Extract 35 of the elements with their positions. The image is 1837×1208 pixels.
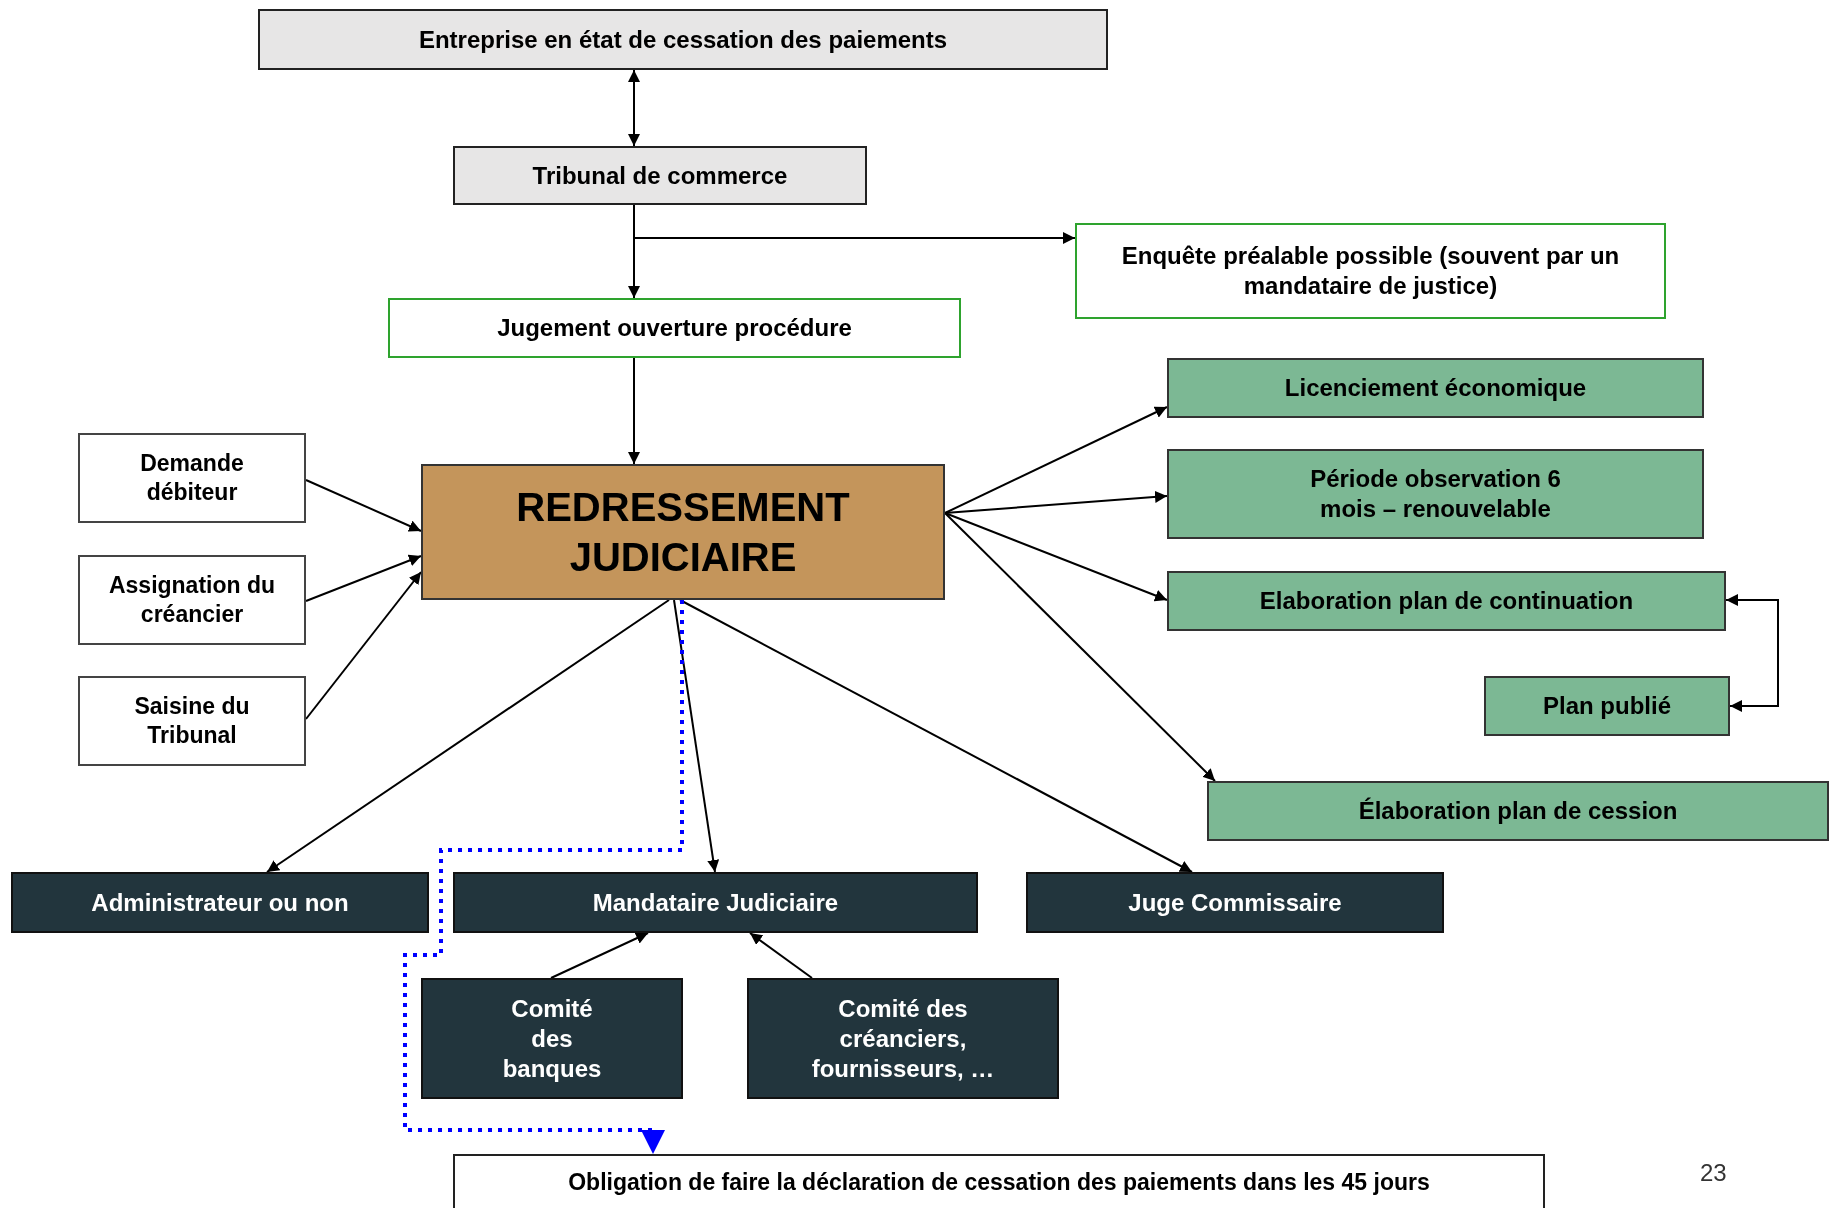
- arrow: [266, 599, 670, 873]
- arrow: [305, 571, 422, 720]
- process-box: Juge Commissaire: [1026, 872, 1444, 933]
- process-box: Élaboration plan de cession: [1207, 781, 1829, 841]
- process-box: Jugement ouverture procédure: [388, 298, 961, 358]
- arrow: [673, 599, 720, 873]
- process-box: Comité des créanciers, fournisseurs, …: [747, 978, 1059, 1099]
- process-box: Saisine du Tribunal: [78, 676, 306, 766]
- process-box: Enquête préalable possible (souvent par un mandataire de justice): [1075, 223, 1666, 319]
- process-box: Assignation du créancier: [78, 555, 306, 645]
- process-box: Comité des banques: [421, 978, 683, 1099]
- process-box: Administrateur ou non: [11, 872, 429, 933]
- arrow: [628, 357, 640, 465]
- arrow: [944, 406, 1168, 514]
- process-box: Plan publié: [1484, 676, 1730, 736]
- arrow: [305, 479, 422, 532]
- dotted-arrow: [403, 600, 684, 1154]
- process-box: Période observation 6 mois – renouvelable: [1167, 449, 1704, 539]
- main-process-box: REDRESSEMENT JUDICIAIRE: [421, 464, 945, 600]
- process-box: Elaboration plan de continuation: [1167, 571, 1726, 631]
- page-number: 23: [1700, 1158, 1727, 1188]
- process-box: Demande débiteur: [78, 433, 306, 523]
- process-box: Licenciement économique: [1167, 358, 1704, 418]
- process-box: Tribunal de commerce: [453, 146, 867, 205]
- arrow: [944, 512, 1216, 782]
- arrow: [944, 490, 1168, 514]
- arrow: [305, 554, 422, 602]
- arrow: [550, 932, 649, 979]
- arrow: [1725, 594, 1779, 712]
- process-box: Obligation de faire la déclaration de cessation des paiements dans les 45 jours: [453, 1154, 1545, 1208]
- arrow: [628, 69, 640, 147]
- process-box: Entreprise en état de cessation des paiements: [258, 9, 1108, 70]
- arrow: [749, 932, 813, 979]
- arrow: [944, 512, 1168, 602]
- process-box: Mandataire Judiciaire: [453, 872, 978, 933]
